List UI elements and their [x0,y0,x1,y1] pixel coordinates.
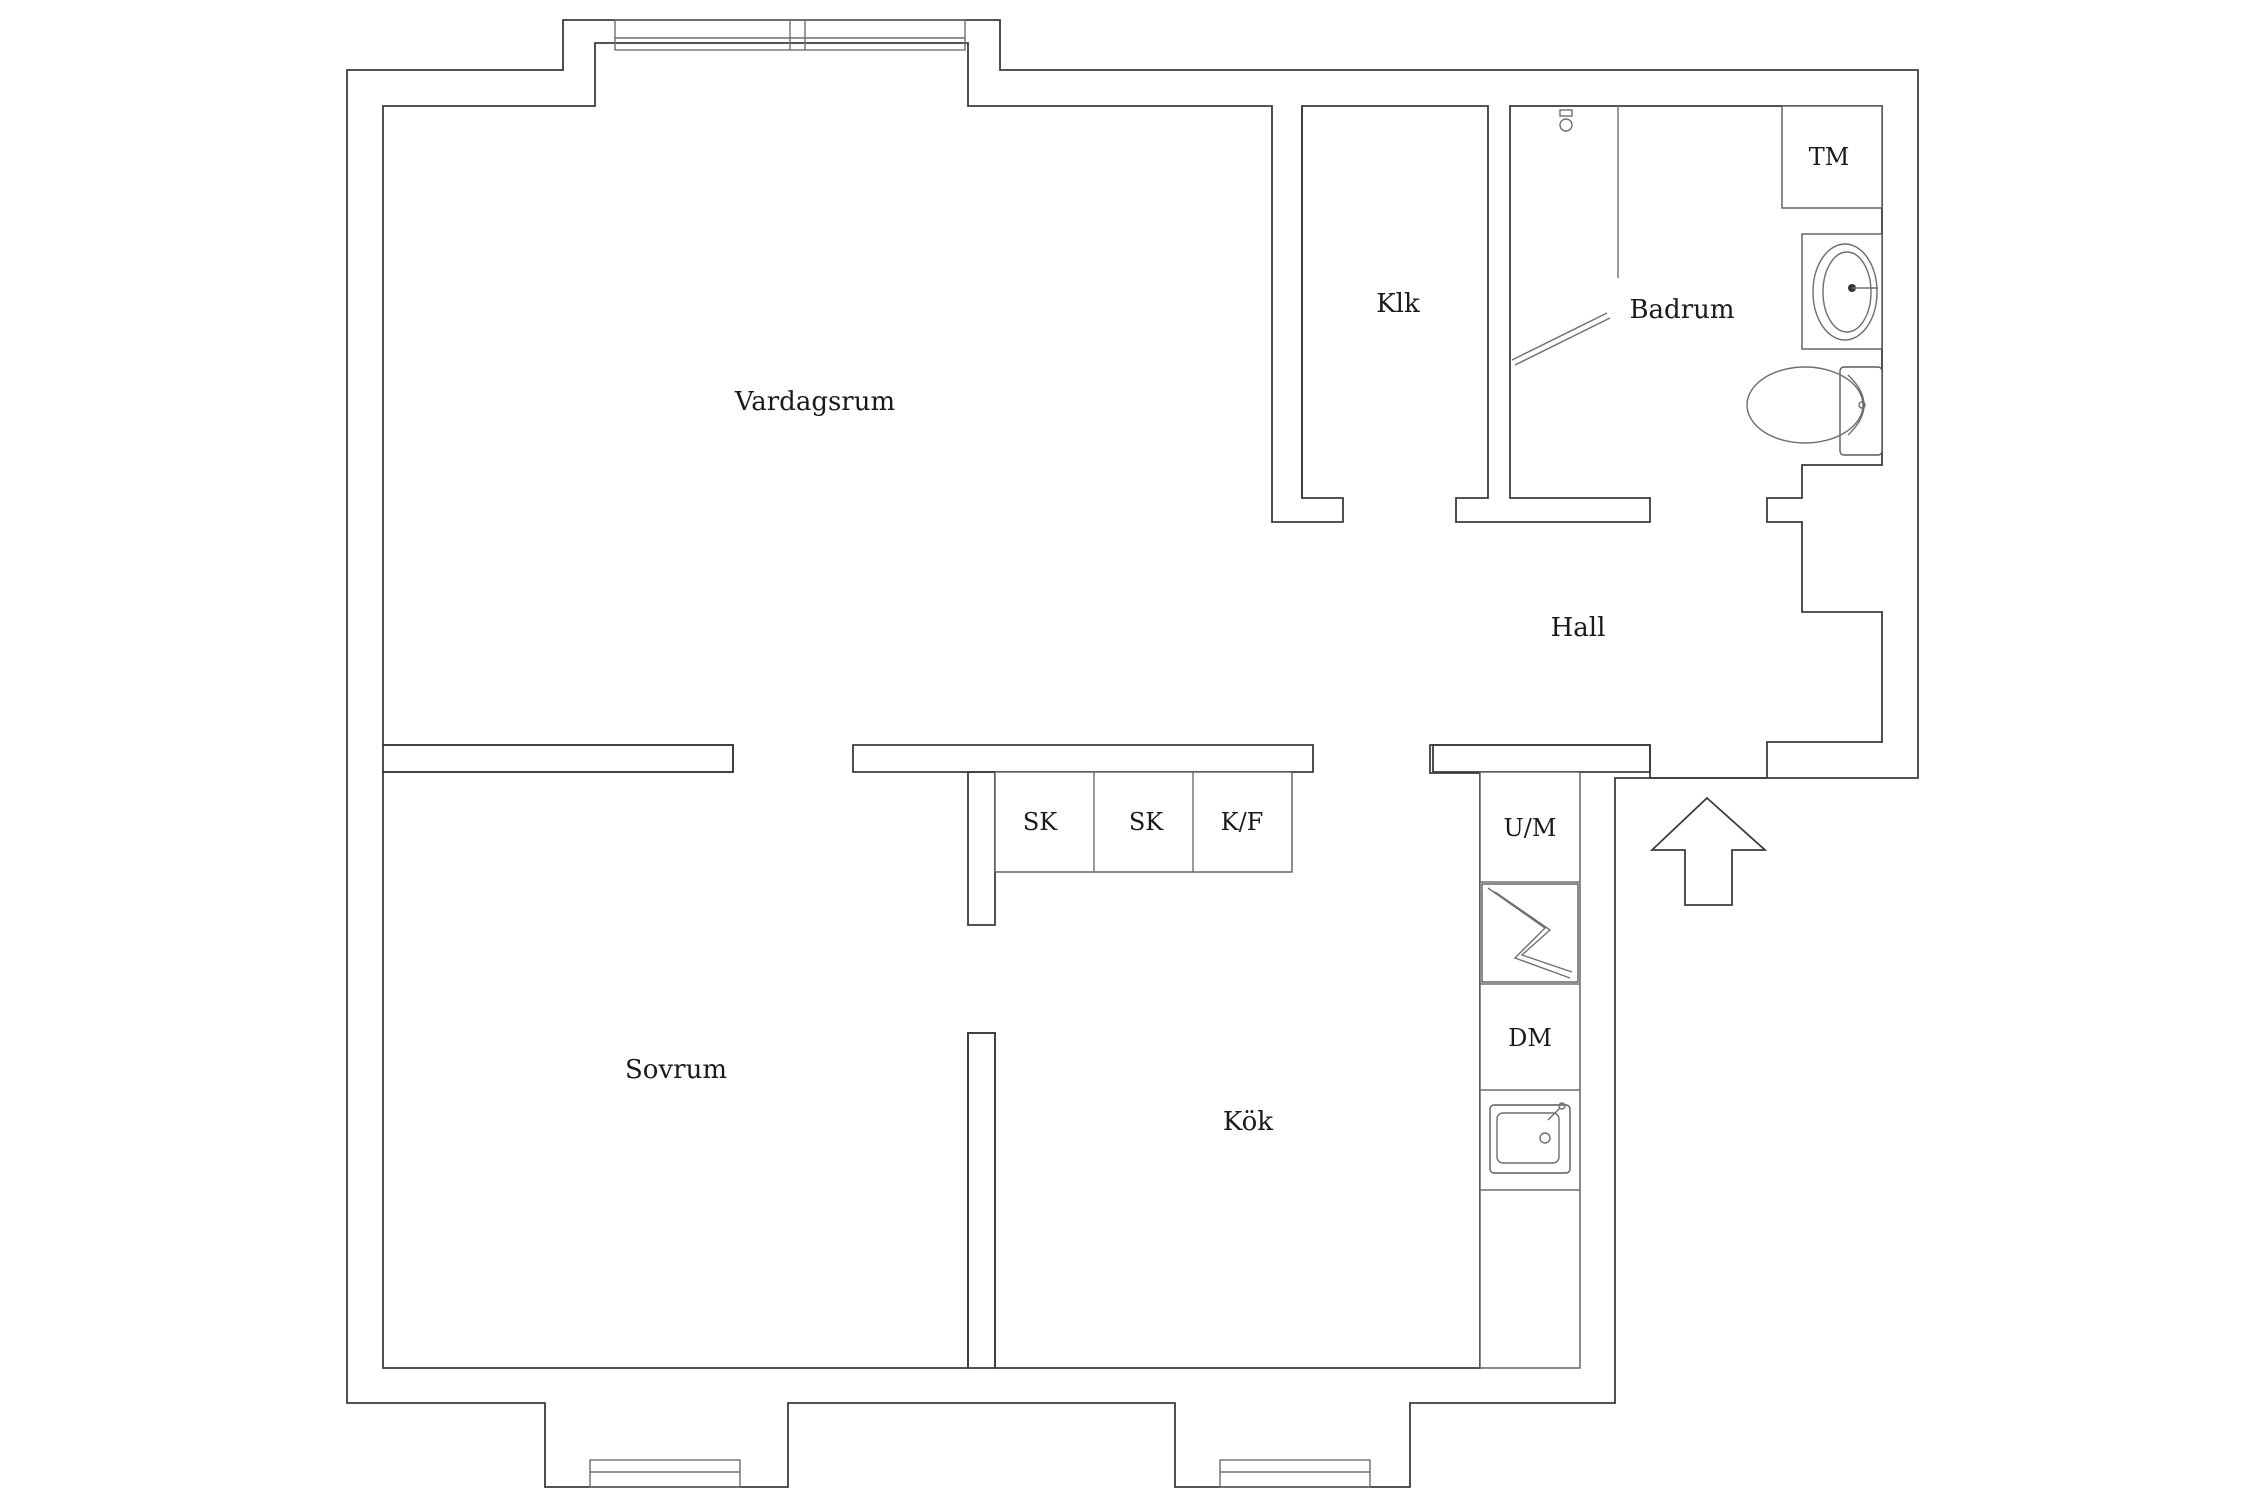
outer-wall [346,19,1919,1488]
washbasin-icon [1801,233,1883,350]
storage-sk-2-label: SK [1129,808,1164,836]
dishwasher-label: DM [1508,1024,1552,1052]
tm-label: TM [1809,143,1850,171]
room-label-kok: Kök [1223,1107,1273,1137]
partition-wall-sovrum-kok [967,771,996,1369]
tm-cabinet [1781,105,1883,209]
room-label-badrum: Badrum [1629,295,1734,325]
fridge-freezer-label: U/M [1504,814,1557,842]
entrance-arrow-icon [1649,796,1768,906]
room-label-klk: Klk [1376,289,1420,319]
window-top [614,19,966,51]
room-label-vardagsrum: Vardagsrum [734,387,895,417]
inner-wall [382,42,1883,1369]
room-label-sovrum: Sovrum [625,1055,727,1085]
window-bottom-left [589,1459,741,1488]
window-bottom-right [1219,1459,1371,1488]
toilet-icon [1746,366,1883,456]
room-label-hall: Hall [1551,613,1606,643]
storage-sk-1-label: SK [1023,808,1058,836]
shower-icon [1511,106,1619,366]
kitchen-counter [1479,771,1581,1369]
stove-icon [1481,883,1579,983]
partition-wall-middle [382,744,1651,773]
storage-block [994,771,1293,873]
sink-icon [1489,1102,1571,1174]
storage-kf-label: K/F [1221,808,1264,836]
